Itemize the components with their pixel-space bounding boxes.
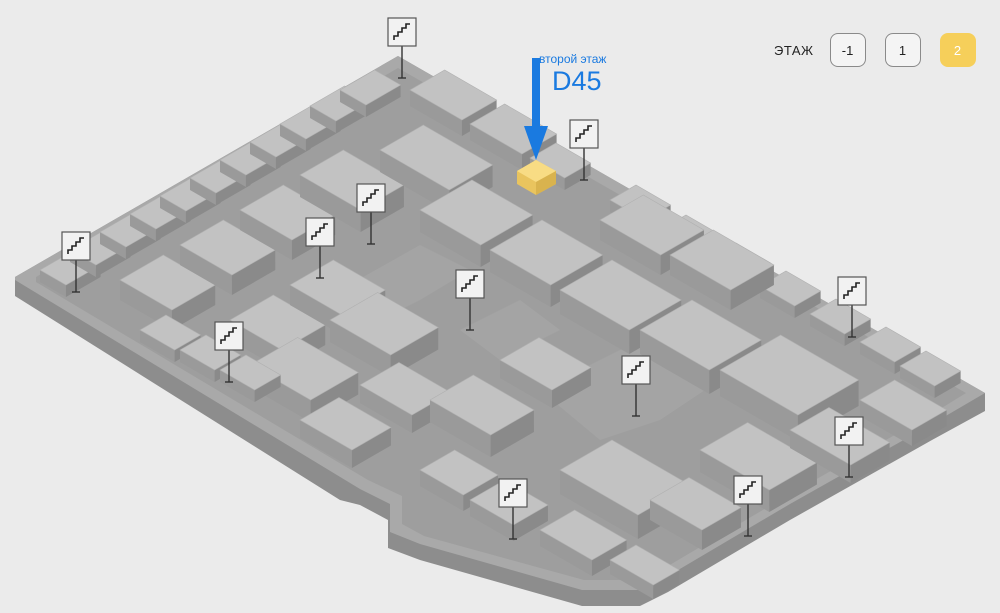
store-block xyxy=(119,254,216,330)
store-block xyxy=(179,219,276,295)
store-d45-highlight[interactable] xyxy=(517,160,556,195)
store-block xyxy=(499,337,592,408)
store-block xyxy=(649,477,742,550)
stairs-icon[interactable] xyxy=(621,355,651,417)
store-block xyxy=(299,397,392,468)
stairs-markers xyxy=(61,17,867,540)
floor-switcher: ЭТАЖ -1 1 2 xyxy=(774,33,976,67)
stairs-icon[interactable] xyxy=(834,416,864,478)
floor-button-minus-1[interactable]: -1 xyxy=(829,33,866,67)
stairs-icon[interactable] xyxy=(733,475,763,537)
stairs-icon[interactable] xyxy=(387,17,417,79)
floor-switcher-label: ЭТАЖ xyxy=(774,42,814,58)
stairs-icon[interactable] xyxy=(356,183,386,245)
store-block xyxy=(539,509,628,576)
stairs-icon[interactable] xyxy=(455,269,485,331)
store-block xyxy=(809,298,872,346)
stairs-icon[interactable] xyxy=(569,119,599,181)
store-block xyxy=(669,229,775,310)
store-block xyxy=(759,270,822,318)
location-callout: второй этаж D45 xyxy=(539,52,606,96)
floor-button-2[interactable]: 2 xyxy=(939,33,976,67)
store-block xyxy=(899,350,962,398)
stairs-icon[interactable] xyxy=(498,478,528,540)
store-block xyxy=(609,544,680,599)
stairs-icon[interactable] xyxy=(837,276,867,338)
stairs-icon[interactable] xyxy=(305,217,335,279)
stairs-icon[interactable] xyxy=(214,321,244,383)
store-block xyxy=(339,69,402,117)
callout-floor-label: второй этаж xyxy=(539,52,607,66)
callout-store-code: D45 xyxy=(552,66,602,96)
store-blocks xyxy=(39,69,962,599)
floor-button-1[interactable]: 1 xyxy=(884,33,921,67)
store-block xyxy=(859,379,948,446)
store-block xyxy=(429,374,535,457)
stairs-icon[interactable] xyxy=(61,231,91,293)
location-arrow xyxy=(524,58,548,160)
